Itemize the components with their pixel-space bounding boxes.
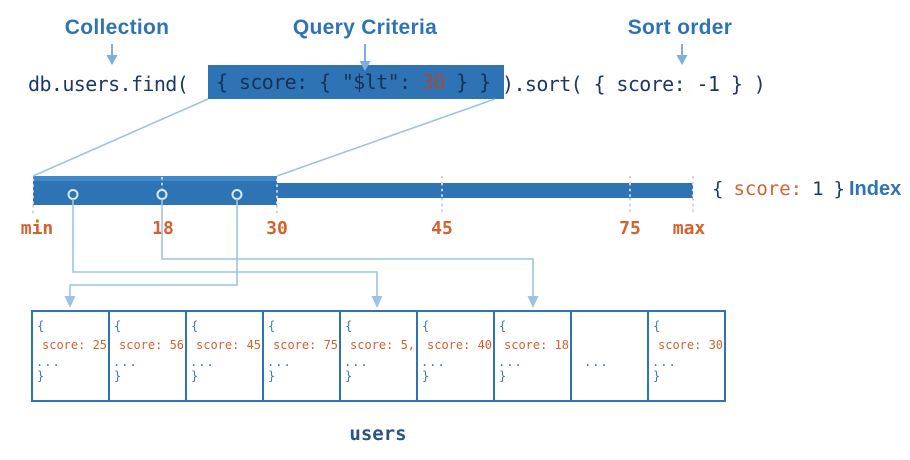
document-cell: { score: 30, ... } bbox=[652, 319, 724, 383]
users-collection-name: users bbox=[349, 423, 407, 445]
tick-label-18: 18 bbox=[152, 218, 174, 239]
collection-arrow-icon bbox=[106, 44, 118, 65]
index-label-open: { bbox=[712, 178, 724, 200]
tick-label-min: min bbox=[20, 218, 54, 239]
index-label-close: } bbox=[833, 178, 845, 200]
index-to-document-pointers bbox=[69, 199, 534, 297]
code-criteria: { score: { "$lt": 30 } } bbox=[216, 65, 491, 99]
code-sort: ).sort( { score: -1 } ) bbox=[502, 72, 766, 96]
index-bar-rest bbox=[277, 183, 693, 198]
tick-label-45: 45 bbox=[431, 218, 453, 239]
document-cell: { score: 56, ... } bbox=[110, 312, 187, 400]
code-criteria-value: 30 bbox=[421, 70, 445, 94]
code-find: db.users.find( bbox=[28, 72, 189, 96]
criteria-to-range-connectors bbox=[32, 98, 496, 177]
tick-label-max: max bbox=[672, 218, 706, 239]
sort-order-label: Sort order bbox=[627, 16, 733, 39]
index-label-text: Index bbox=[849, 178, 902, 200]
document-cell: { score: 45, ... } bbox=[187, 312, 264, 400]
index-bar-query-range bbox=[33, 176, 277, 205]
tick-label-75: 75 bbox=[619, 218, 641, 239]
document-cell: { score: 25, ... } bbox=[33, 312, 110, 400]
document-cell: { score: 75, ... } bbox=[264, 312, 341, 400]
code-criteria-post: } } bbox=[444, 70, 491, 94]
document-cell: { score: 5, ... } bbox=[341, 312, 418, 400]
document-cell: { score: 18, ... } bbox=[495, 312, 572, 400]
code-criteria-pre: { score: { "$lt": bbox=[216, 70, 422, 94]
index-name-label: { score: 1}Index bbox=[712, 178, 901, 201]
index-label-value: 1 bbox=[812, 178, 824, 200]
document-cell: { score: 40, ... } bbox=[418, 312, 495, 400]
users-collection-documents: { score: 25, ... } { score: 56, ... } { … bbox=[31, 310, 726, 402]
query-criteria-highlight: { score: { "$lt": 30 } } bbox=[208, 65, 504, 99]
collection-label: Collection bbox=[64, 16, 170, 39]
sort-order-arrow-icon bbox=[676, 44, 688, 65]
document-pointer-arrowheads bbox=[64, 296, 539, 308]
document-cell-ellipsis: ... bbox=[572, 312, 649, 400]
query-criteria-label: Query Criteria bbox=[292, 16, 438, 39]
tick-label-30: 30 bbox=[266, 218, 288, 239]
index-label-key: score: bbox=[733, 178, 803, 200]
